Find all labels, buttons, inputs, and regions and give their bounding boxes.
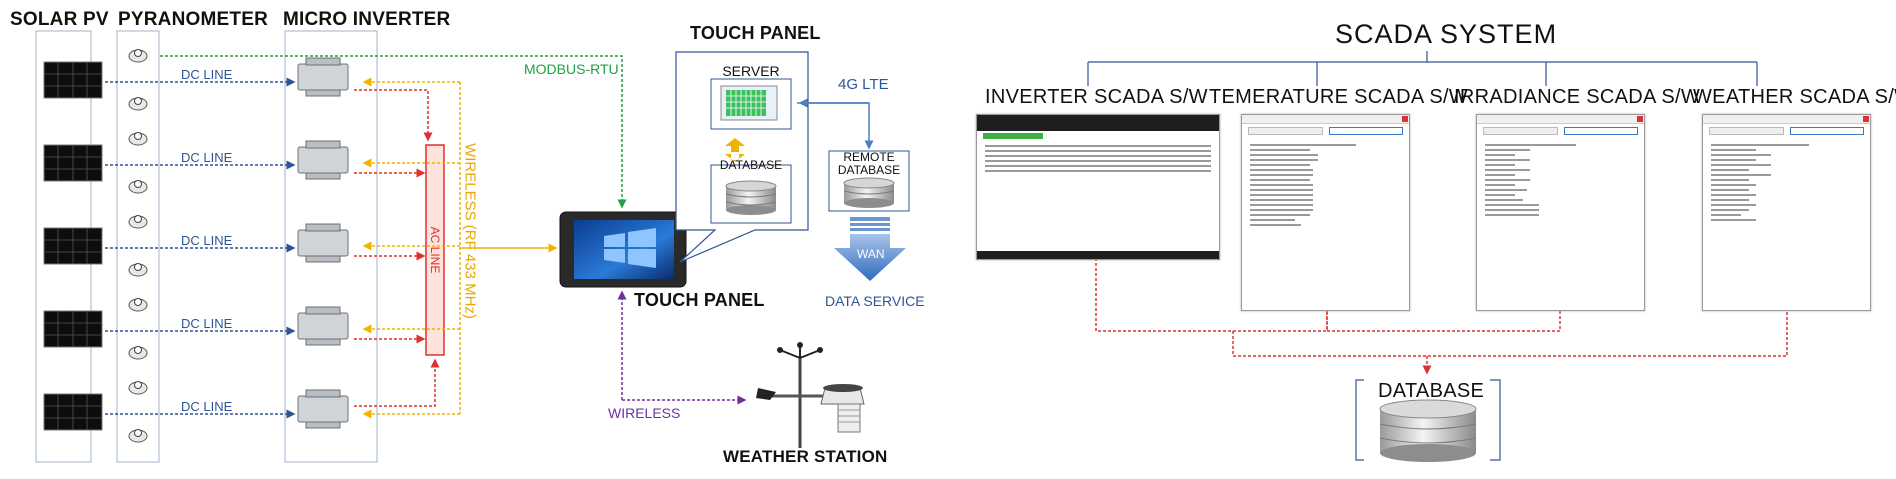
server-db-arrow bbox=[725, 138, 745, 162]
irradiance-scada-label: IRRADIANCE SCADA S/W bbox=[1454, 86, 1701, 108]
dc-line-arrows bbox=[105, 77, 296, 419]
dc-line-label-5: DC LINE bbox=[181, 399, 233, 414]
temperature-scada-label: TEMERATURE SCADA S/W bbox=[1209, 86, 1468, 108]
modbus-rtu-link bbox=[160, 55, 627, 209]
wireless-label: WIRELESS bbox=[608, 405, 681, 421]
scada-db-links bbox=[1095, 258, 1788, 375]
ac-connections bbox=[354, 89, 440, 407]
wireless-weather-link bbox=[617, 290, 747, 405]
ac-line-label: AC LINE bbox=[428, 226, 442, 274]
dc-line-label-4: DC LINE bbox=[181, 316, 233, 331]
lte-link bbox=[797, 98, 874, 150]
server-label: SERVER bbox=[722, 63, 780, 79]
scada-database-icon bbox=[1379, 399, 1477, 462]
scada-database-label: DATABASE bbox=[1378, 380, 1485, 402]
remote-database-line1: REMOTE bbox=[843, 150, 895, 164]
local-database-label: DATABASE bbox=[719, 158, 783, 172]
pyranometer-header: PYRANOMETER bbox=[118, 9, 268, 30]
weather-station-label: WEATHER STATION bbox=[723, 447, 888, 466]
scada-tree bbox=[1087, 51, 1758, 86]
inverter-scada-window bbox=[976, 114, 1220, 260]
inverter-scada-label: INVERTER SCADA S/W bbox=[985, 86, 1208, 108]
data-service-label: DATA SERVICE bbox=[825, 293, 925, 309]
lte-label: 4G LTE bbox=[838, 76, 889, 93]
ac-line-bar bbox=[425, 144, 445, 356]
solar-pv-header: SOLAR PV bbox=[10, 9, 109, 30]
weather-scada-window bbox=[1702, 114, 1871, 311]
irradiance-scada-window bbox=[1476, 114, 1645, 311]
temperature-scada-window bbox=[1241, 114, 1410, 311]
scada-system-title: SCADA SYSTEM bbox=[1335, 19, 1558, 49]
wan-label: WAN bbox=[857, 247, 885, 261]
solar-panels bbox=[43, 61, 103, 431]
pyranometer-column bbox=[116, 30, 160, 463]
rf-wireless-links bbox=[362, 77, 558, 419]
weather-station-icon bbox=[756, 342, 865, 448]
micro-inverter-header: MICRO INVERTER bbox=[283, 9, 451, 30]
weather-scada-label: WEATHER SCADA S/W bbox=[1693, 86, 1896, 108]
local-db-icon bbox=[725, 180, 777, 215]
wireless-rf-label: WIRELESS (RF 433 MHz) bbox=[461, 143, 479, 319]
dc-line-label-3: DC LINE bbox=[181, 233, 233, 248]
touch-panel-callout-title: TOUCH PANEL bbox=[690, 23, 821, 43]
micro-inverters bbox=[297, 57, 349, 429]
remote-database-line2: DATABASE bbox=[837, 163, 901, 177]
modbus-rtu-label: MODBUS-RTU bbox=[524, 61, 619, 77]
scada-database-bracket bbox=[1355, 379, 1501, 461]
dc-line-label-2: DC LINE bbox=[181, 150, 233, 165]
remote-db-icon bbox=[843, 177, 895, 208]
touch-panel-device bbox=[559, 211, 687, 288]
touch-panel-label: TOUCH PANEL bbox=[634, 290, 765, 310]
dc-line-label-1: DC LINE bbox=[181, 67, 233, 82]
wan-arrow bbox=[834, 217, 906, 281]
pyranometer-sensors bbox=[128, 49, 148, 443]
